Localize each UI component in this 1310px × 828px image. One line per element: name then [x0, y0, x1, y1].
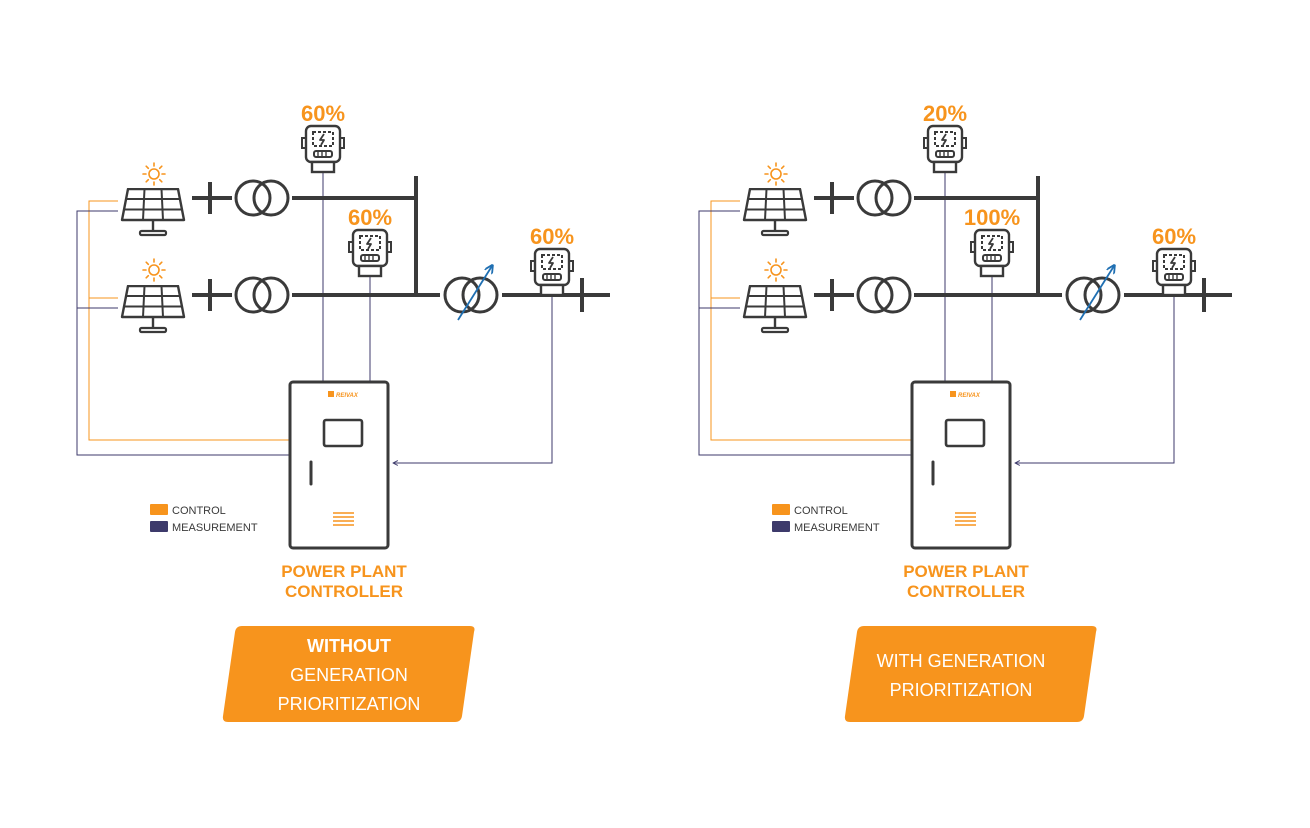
meter-1-percent: 20% — [923, 101, 967, 126]
legend-control: CONTROL — [794, 505, 848, 517]
brand-label: REIVAX — [958, 393, 981, 399]
panel-without-prioritization: 60% 60% 60% REIVAX CONTROL MEASUREMENT P… — [77, 101, 610, 722]
controller-title-line-1: POWER PLANT — [281, 562, 407, 581]
legend-measurement: MEASUREMENT — [172, 522, 258, 534]
meter-3-percent: 60% — [1152, 224, 1196, 249]
caption-line-1: GENERATION — [290, 665, 408, 685]
meter-2-percent: 60% — [348, 205, 392, 230]
meter-2-percent: 100% — [964, 205, 1020, 230]
controller-title-line-1: POWER PLANT — [903, 562, 1029, 581]
panel-with-prioritization: 20% 100% 60% REIVAX CONTROL MEASUREMENT … — [699, 101, 1232, 722]
meter-1-percent: 60% — [301, 101, 345, 126]
legend-control: CONTROL — [172, 505, 226, 517]
caption-bold: WITHOUT — [307, 636, 391, 656]
controller-title-line-2: CONTROLLER — [907, 582, 1025, 601]
legend-measurement: MEASUREMENT — [794, 522, 880, 534]
caption-line-1: WITH GENERATION — [877, 651, 1046, 671]
caption-line-2: PRIORITIZATION — [278, 694, 421, 714]
controller-title-line-2: CONTROLLER — [285, 582, 403, 601]
caption-line-2: PRIORITIZATION — [890, 680, 1033, 700]
brand-label: REIVAX — [336, 393, 359, 399]
meter-3-percent: 60% — [530, 224, 574, 249]
